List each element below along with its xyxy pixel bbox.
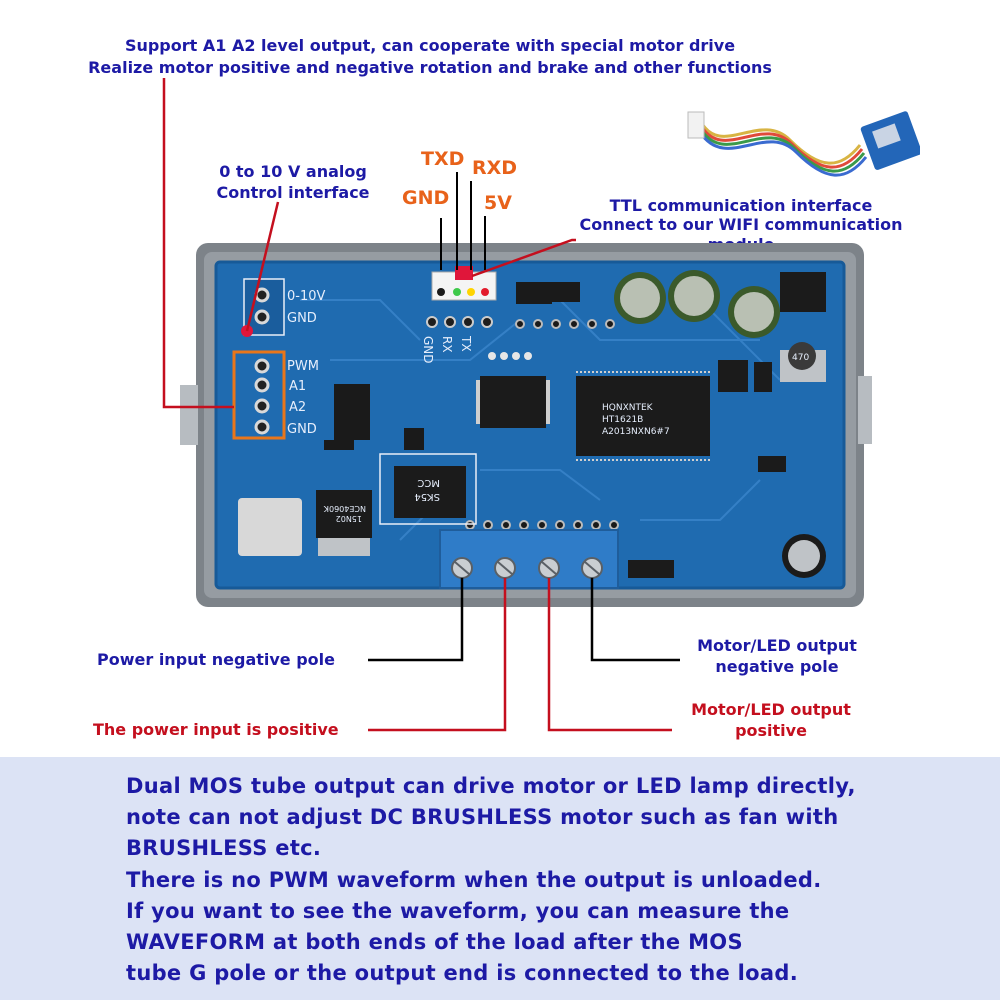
label-a1: A1 (289, 379, 306, 394)
top-caption-line2: Realize motor positive and negative rota… (88, 58, 772, 77)
output-positive-line1: Motor/LED output (691, 700, 851, 719)
note-text: Dual MOS tube output can drive motor or … (126, 771, 986, 989)
label-gnd-output: GND (287, 422, 317, 437)
diode-line1: MCC (417, 477, 440, 488)
note-line-5: If you want to see the waveform, you can… (126, 898, 790, 923)
ic-line2: HT1621B (602, 415, 643, 425)
ic-line1: HQNXNTEK (602, 403, 654, 413)
label-tx: TX (459, 335, 473, 352)
label-gnd-analog: GND (287, 311, 317, 326)
note-line-3: BRUSHLESS etc. (126, 836, 322, 861)
note-line-6: WAVEFORM at both ends of the load after … (126, 930, 743, 955)
label-a2: A2 (289, 400, 306, 415)
output-negative-line1: Motor/LED output (697, 636, 857, 655)
note-line-4: There is no PWM waveform when the output… (126, 867, 822, 892)
label-gnd-uart: GND (421, 336, 435, 364)
gnd-pin-label: GND (402, 187, 450, 209)
5v-pin-label: 5V (484, 192, 512, 214)
label-0-10v: 0-10V (287, 289, 326, 304)
mosfet-line1: 15N02 (336, 514, 362, 523)
label-rx: RX (440, 336, 454, 353)
ic-line3: A2013NXN6#7 (602, 427, 670, 437)
output-positive-line2: positive (735, 721, 807, 740)
top-caption-line1: Support A1 A2 level output, can cooperat… (124, 36, 736, 55)
note-line-1: Dual MOS tube output can drive motor or … (126, 774, 856, 798)
wifi-module-image (687, 111, 920, 177)
diode-line2: SK54 (414, 491, 440, 502)
note-line-7: tube G pole or the output end is connect… (126, 961, 798, 986)
pcb-board-image: 0-10V GND PWM A1 A2 GND GND RX TX HQNXNT… (162, 78, 872, 732)
power-negative-label: Power input negative pole (97, 650, 336, 669)
note-panel (0, 757, 1000, 1000)
output-negative-line2: negative pole (715, 657, 839, 676)
analog-caption-line1: 0 to 10 V analog (219, 162, 367, 181)
power-positive-label: The power input is positive (93, 720, 339, 739)
mosfet-line2: NCE4060K (323, 504, 366, 513)
note-line-2: note can not adjust DC BRUSHLESS motor s… (126, 805, 839, 830)
label-pwm: PWM (287, 359, 319, 374)
inductor-label: 470 (792, 353, 809, 363)
rxd-label: RXD (472, 157, 518, 179)
txd-label: TXD (421, 148, 465, 170)
analog-caption-line2: Control interface (216, 183, 370, 202)
ttl-caption-line1: TTL communication interface (609, 196, 873, 215)
